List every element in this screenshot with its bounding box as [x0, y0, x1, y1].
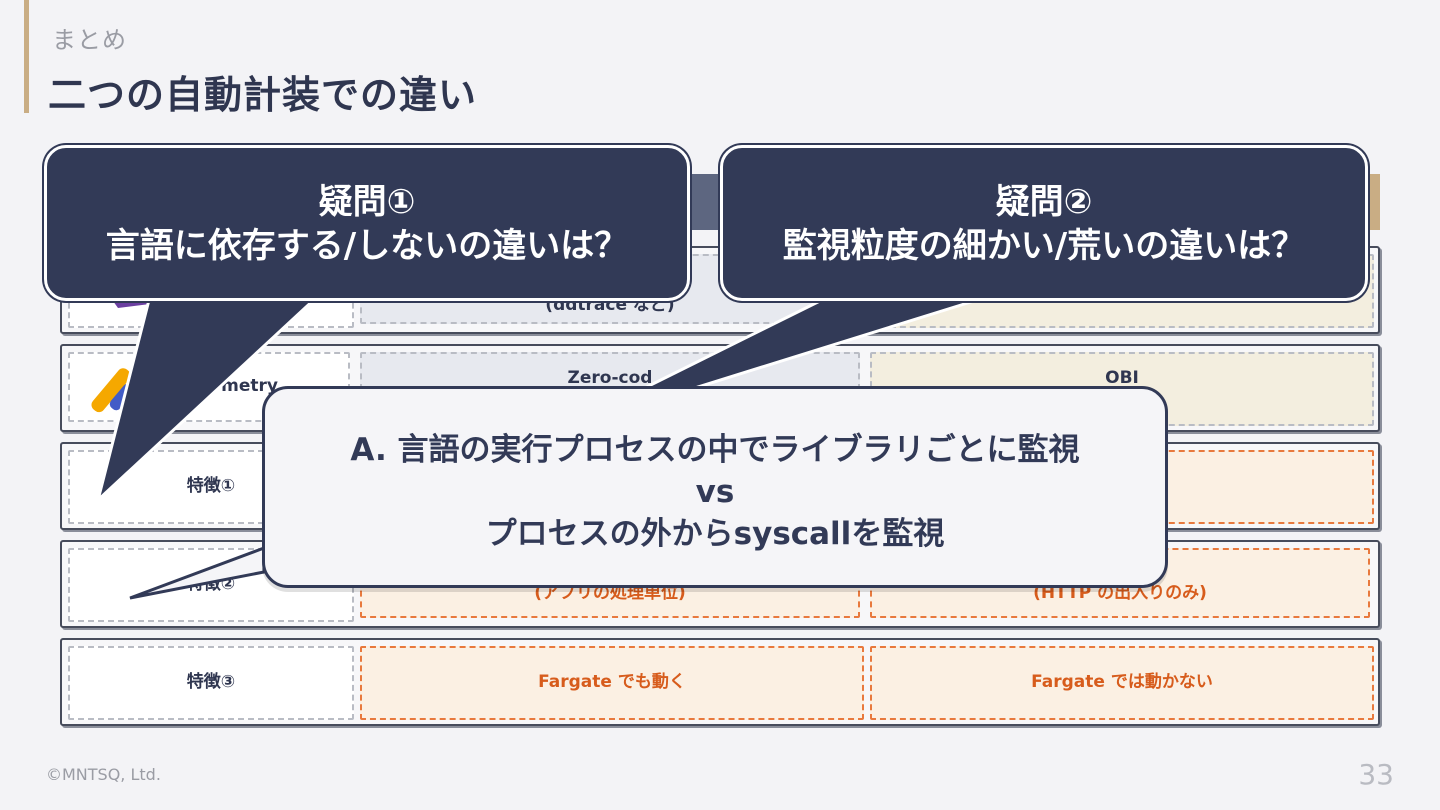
answer-line-2: vs: [695, 474, 735, 510]
opentelemetry-logo-icon: [91, 368, 144, 413]
page-number: 33: [1358, 758, 1394, 791]
question-1-title: 疑問①: [318, 182, 416, 222]
question-1-callout: 疑問① 言語に依存する/しないの違いは？: [44, 145, 690, 301]
answer-callout: A. 言語の実行プロセスの中でライブラリごとに監視 vs プロセスの外からsys…: [262, 386, 1168, 588]
col1-cell: Fargate でも動く: [360, 646, 864, 720]
copyright: ©MNTSQ, Ltd.: [46, 765, 161, 784]
row-label: 特徴③: [68, 646, 354, 720]
accent-bar: [24, 0, 29, 113]
col2-cell: Fargate では動かない: [870, 646, 1374, 720]
question-2-text: 監視粒度の細かい/荒いの違いは？: [782, 226, 1306, 266]
page-title: 二つの自動計装での違い: [48, 72, 478, 117]
question-2-callout: 疑問② 監視粒度の細かい/荒いの違いは？: [720, 145, 1368, 301]
question-2-title: 疑問②: [995, 182, 1093, 222]
answer-line-1: A. 言語の実行プロセスの中でライブラリごとに監視: [350, 432, 1080, 468]
header-accent: [1370, 174, 1380, 230]
question-1-text: 言語に依存する/しないの違いは？: [105, 226, 629, 266]
answer-line-3: プロセスの外からsyscallを監視: [485, 516, 945, 552]
section-label: まとめ: [52, 26, 127, 54]
table-row: 特徴③ Fargate でも動く Fargate では動かない: [60, 638, 1380, 726]
